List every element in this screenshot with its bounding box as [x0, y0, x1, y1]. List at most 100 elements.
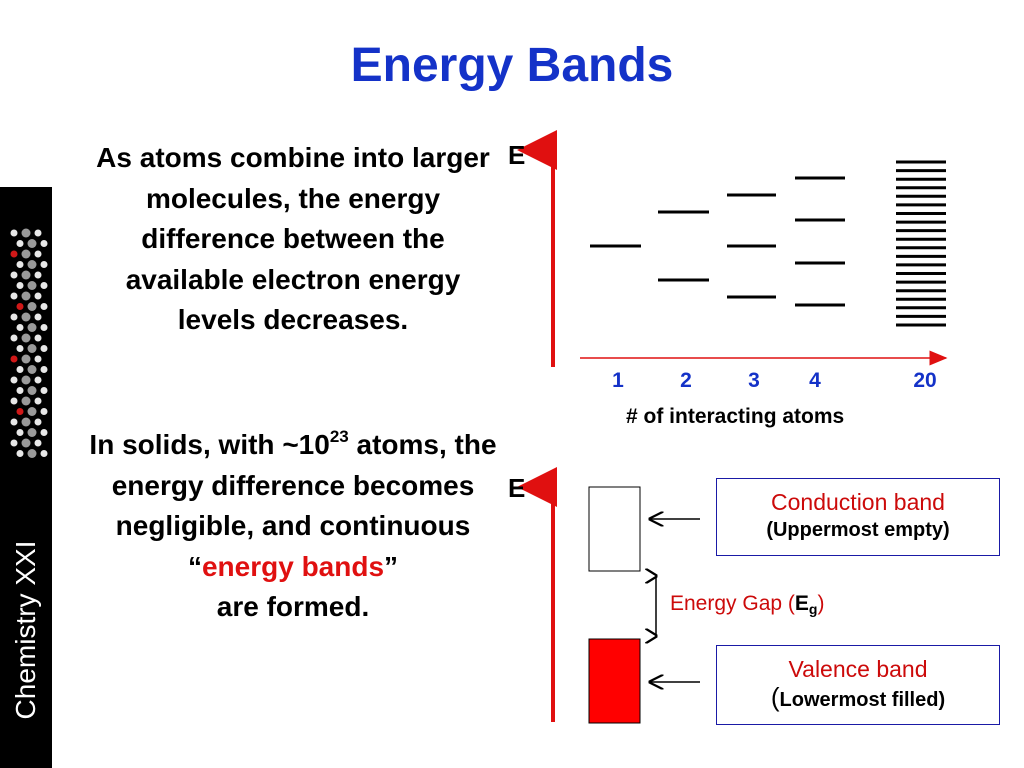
energy-levels [590, 160, 946, 327]
molecule-atom [16, 261, 24, 268]
molecule-atom [10, 439, 18, 447]
conduction-band-subtitle: (Uppermost empty) [766, 519, 950, 541]
molecule-atom [10, 397, 18, 405]
conduction-band-box: Conduction band (Uppermost empty) [716, 478, 1000, 556]
molecule-atom [21, 354, 31, 364]
x-tick-2: 2 [680, 369, 692, 392]
page-title: Energy Bands [350, 39, 674, 92]
molecule-atom [40, 282, 48, 289]
molecule-atom [40, 450, 48, 457]
molecule-atom [21, 396, 31, 406]
molecule-atom [27, 428, 37, 437]
molecule-atom [21, 375, 31, 385]
molecule-atom [21, 417, 31, 427]
molecule-atom [21, 333, 31, 343]
conduction-band-title: Conduction band [771, 489, 945, 515]
gap-subscript: g [808, 601, 818, 617]
molecule-atom [40, 408, 48, 415]
exponent: 23 [329, 427, 349, 446]
molecule-atom [27, 302, 37, 311]
molecule-atom [40, 240, 48, 247]
molecule-atom [40, 366, 48, 373]
x-tick-4: 4 [809, 369, 821, 392]
gap-suffix: ) [817, 592, 825, 615]
molecule-atom [40, 429, 48, 436]
molecule-illustration [10, 228, 48, 458]
molecule-atom [27, 449, 37, 458]
molecule-atom [27, 407, 37, 416]
molecule-atom [34, 355, 42, 363]
molecule-atom [10, 250, 18, 258]
molecule-atom [16, 303, 24, 310]
molecule-atom [16, 366, 24, 373]
molecule-atom [34, 418, 42, 426]
molecule-atom [21, 228, 31, 238]
molecule-atom [27, 281, 37, 290]
molecule-atom [21, 312, 31, 322]
molecule-atom [34, 334, 42, 342]
molecule-atom [16, 324, 24, 331]
solids-text-rest: atoms, the energy difference becomes neg… [111, 429, 497, 541]
molecule-atom [10, 229, 18, 237]
molecule-atom [34, 439, 42, 447]
solids-text-end: are formed. [216, 591, 370, 622]
x-tick-1: 1 [612, 369, 624, 392]
molecule-atom [21, 438, 31, 448]
molecule-atom [10, 418, 18, 426]
valence-band-box: Valence band (Lowermost filled) [716, 645, 1000, 725]
x-tick-20: 20 [913, 369, 937, 392]
molecule-atom [16, 450, 24, 457]
levels-y-axis-label: E [508, 140, 526, 170]
molecule-atom [21, 249, 31, 259]
molecule-atom [34, 376, 42, 384]
molecule-atom [10, 334, 18, 342]
molecule-atom [21, 291, 31, 301]
molecule-atom [21, 270, 31, 280]
valence-band-rect [588, 638, 641, 724]
molecule-atom [34, 271, 42, 279]
molecule-atom [10, 313, 18, 321]
levels-x-axis-label: # of interacting atoms [626, 405, 845, 428]
molecule-atom [16, 429, 24, 436]
close-quote: ” [384, 550, 399, 582]
molecule-atom [10, 271, 18, 279]
energy-bands-highlight: energy bands [201, 550, 385, 582]
molecule-atom [34, 229, 42, 237]
gap-symbol: E [794, 592, 809, 615]
molecule-atom [16, 240, 24, 247]
molecule-atom [27, 386, 37, 395]
valence-subtitle-text: Lowermost filled) [779, 689, 946, 711]
intro-paragraph: As atoms combine into larger molecules, … [96, 142, 490, 335]
molecule-atom [34, 292, 42, 300]
molecule-atom [10, 376, 18, 384]
molecule-atom [10, 292, 18, 300]
molecule-atom [16, 387, 24, 394]
open-quote: “ [187, 550, 202, 582]
bands-y-axis-label: E [508, 473, 526, 503]
molecule-atom [40, 303, 48, 310]
x-tick-3: 3 [748, 369, 760, 392]
molecule-atom [27, 323, 37, 332]
molecule-atom [40, 324, 48, 331]
molecule-atom [16, 408, 24, 415]
molecule-atom [10, 355, 18, 363]
energy-gap-label: Energy Gap (Eg) [670, 590, 824, 618]
solids-text-line1: In solids, with ~10 [89, 429, 330, 460]
valence-paren: ( [770, 682, 780, 712]
solids-paragraph: In solids, with ~1023 atoms, the energy … [88, 425, 498, 628]
molecule-atom [16, 282, 24, 289]
valence-band-title: Valence band [788, 656, 928, 682]
conduction-band-rect [588, 486, 641, 572]
molecule-atom [27, 344, 37, 353]
molecule-atom [34, 313, 42, 321]
gap-prefix: Energy Gap ( [670, 592, 795, 615]
molecule-atom [27, 260, 37, 269]
molecule-atom [40, 261, 48, 268]
molecule-atom [34, 250, 42, 258]
molecule-atom [40, 387, 48, 394]
molecule-atom [27, 239, 37, 248]
molecule-atom [40, 345, 48, 352]
molecule-atom [27, 365, 37, 374]
valence-band-subtitle: (Lowermost filled) [717, 683, 999, 714]
